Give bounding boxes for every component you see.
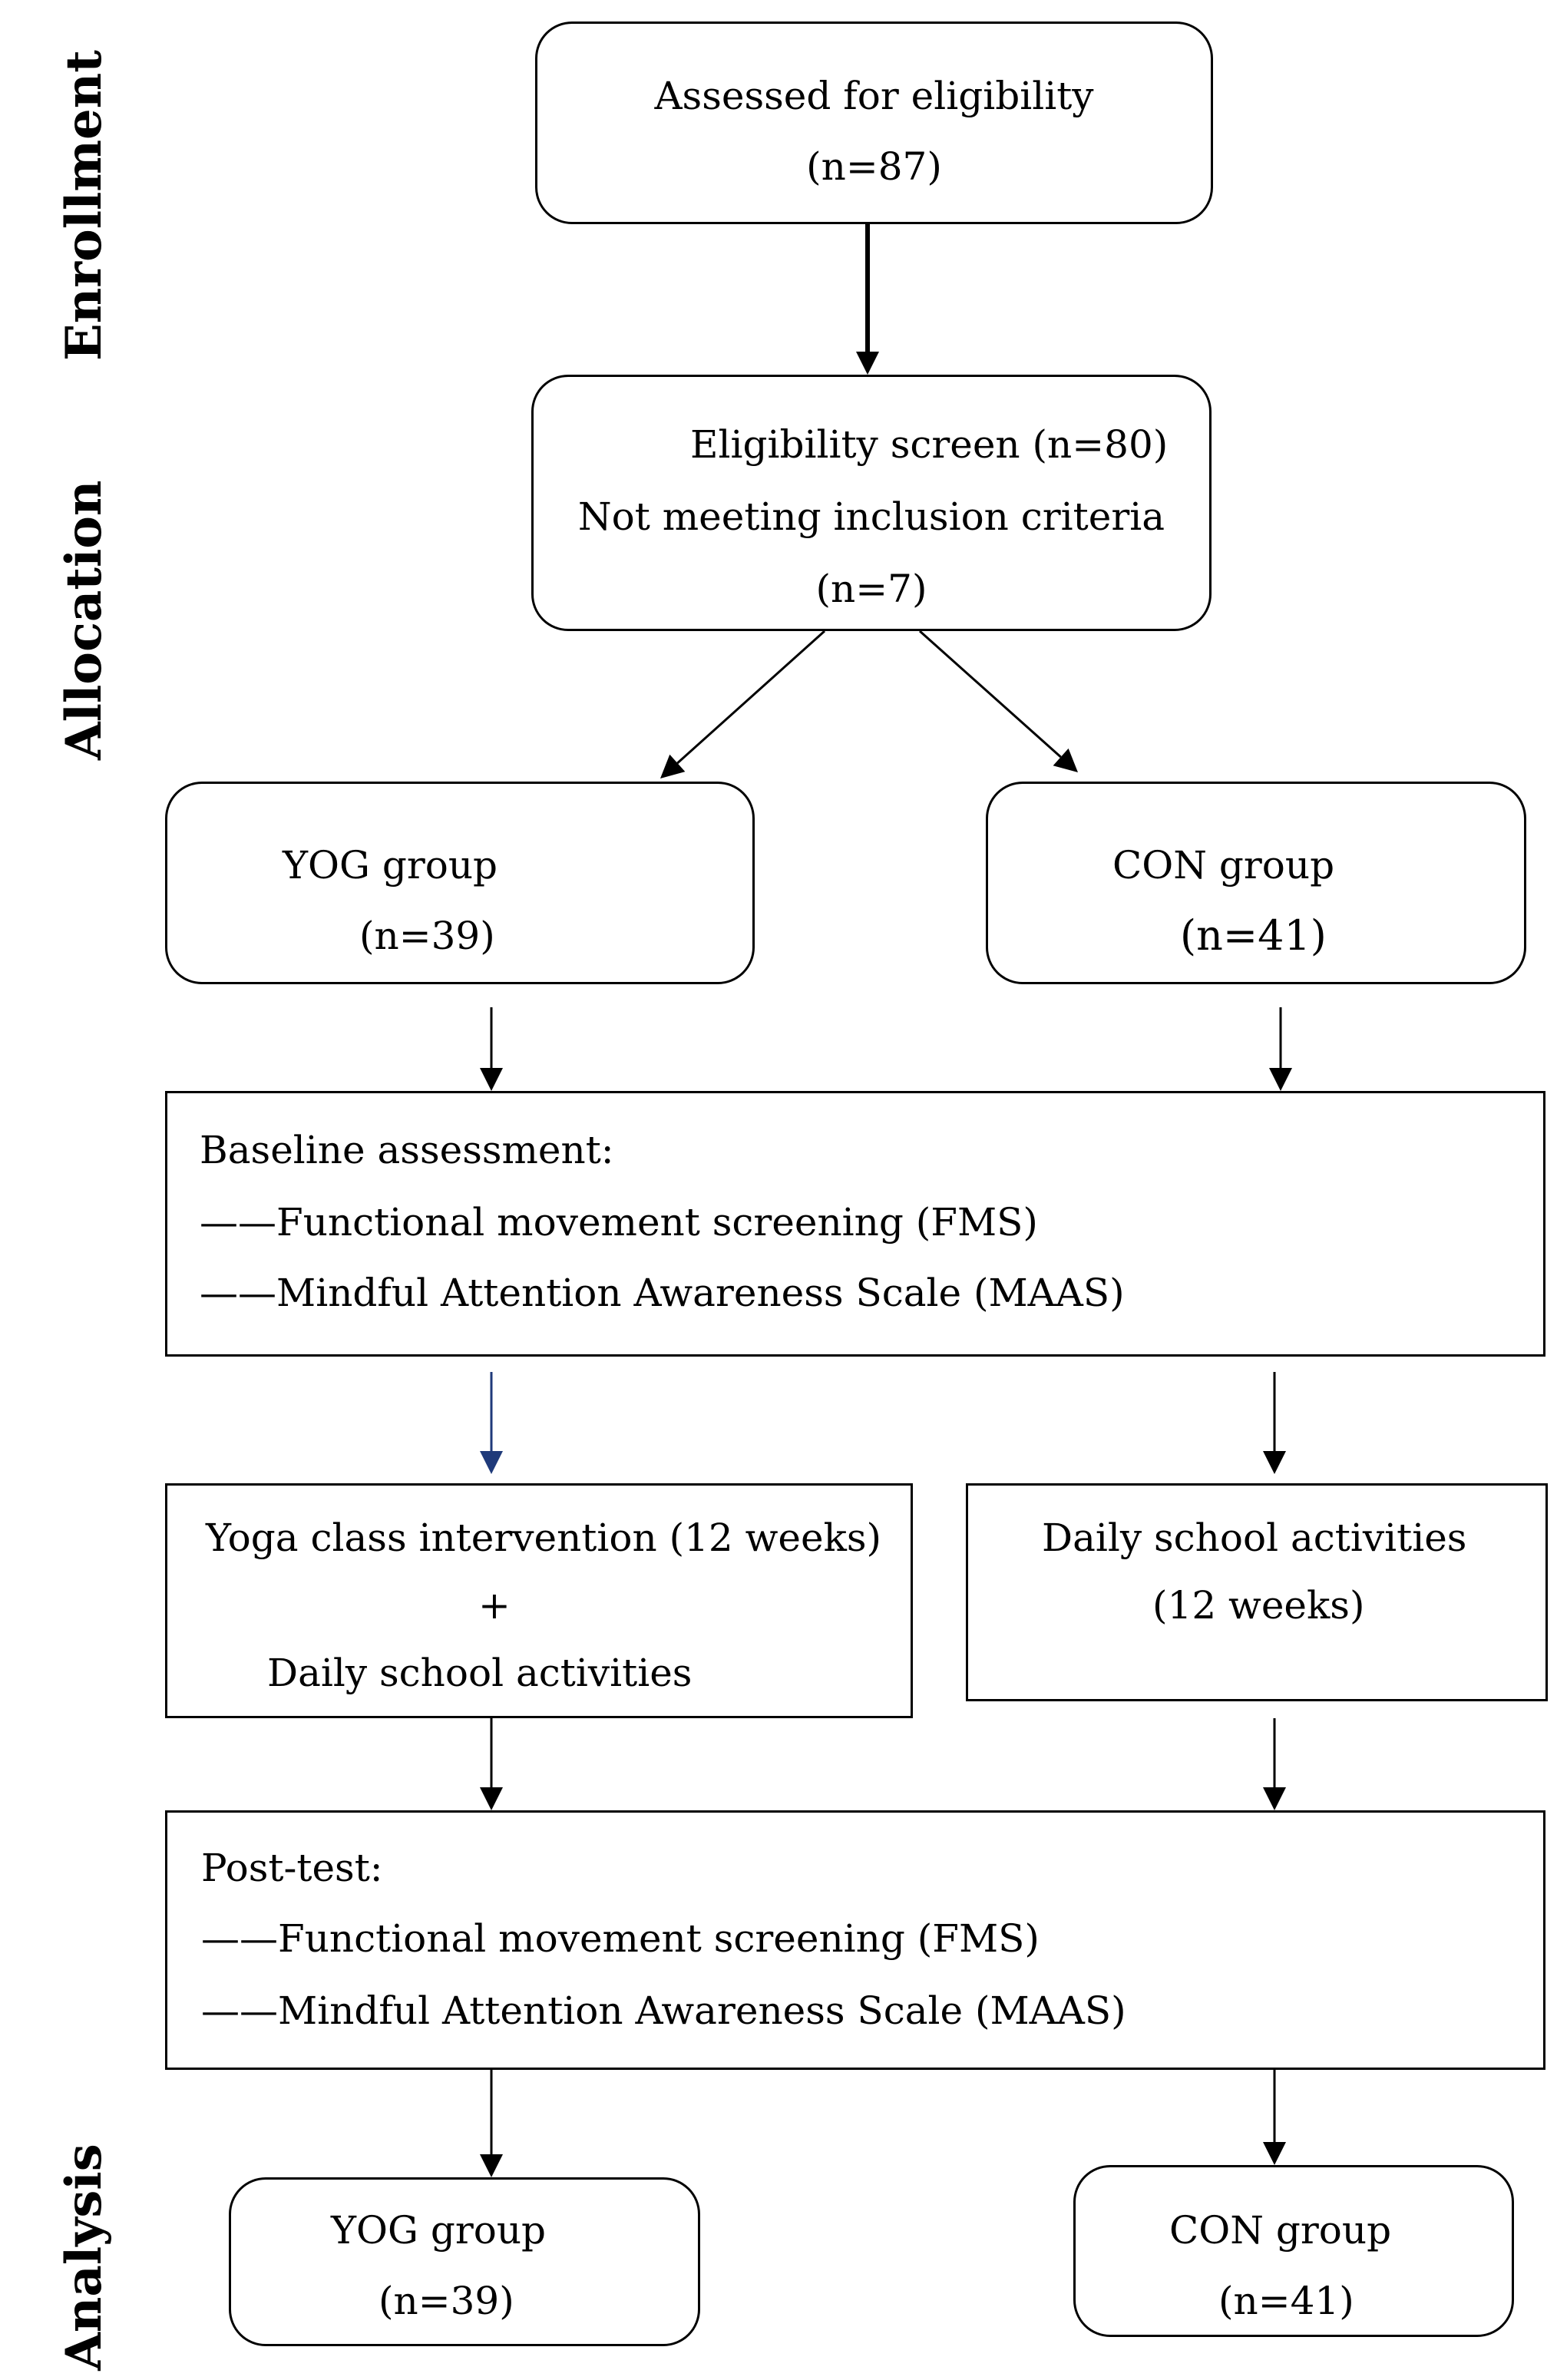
arrow-con-activities-to-posttest	[1263, 1718, 1286, 1810]
arrow-yog-to-baseline-head	[480, 1068, 503, 1091]
analysis-con-box: CON group (n=41)	[1073, 2165, 1514, 2337]
stage-label-enrollment: Enrollment	[55, 50, 113, 361]
arrow-eligibility-to-con-head	[1053, 748, 1078, 772]
daily-activities-text: Daily school activities	[267, 1651, 693, 1695]
post-test-fms-item: ——Functional movement screening (FMS)	[201, 1916, 1040, 1961]
arrow-eligibility-to-yog	[660, 630, 826, 778]
stage-label-analysis: Analysis	[55, 2144, 113, 2371]
analysis-con-label: CON group	[1169, 2208, 1392, 2253]
plus-sign: +	[478, 1583, 511, 1628]
con-daily-activities-text: Daily school activities	[1042, 1516, 1467, 1560]
con-activities-box: Daily school activities (12 weeks)	[966, 1483, 1548, 1701]
analysis-yog-count: (n=39)	[379, 2279, 514, 2323]
excluded-count: (n=7)	[815, 567, 927, 611]
eligibility-screen-text: Eligibility screen (n=80)	[690, 422, 1169, 467]
analysis-yog-label: YOG group	[331, 2208, 547, 2253]
analysis-con-count: (n=41)	[1218, 2279, 1354, 2323]
arrow-baseline-to-yoga	[480, 1372, 503, 1474]
arrow-posttest-to-analysis-yog	[480, 2070, 503, 2177]
baseline-title: Baseline assessment:	[200, 1128, 614, 1172]
assessed-count: (n=87)	[806, 144, 942, 189]
con-group-count: (n=41)	[1180, 911, 1327, 960]
arrow-baseline-to-con-activities-head	[1263, 1451, 1286, 1474]
yoga-intervention-box: Yoga class intervention (12 weeks) + Dai…	[165, 1483, 913, 1718]
assessed-label: Assessed for eligibility	[654, 74, 1094, 118]
arrow-baseline-to-con-activities	[1263, 1372, 1286, 1474]
post-test-maas-item: ——Mindful Attention Awareness Scale (MAA…	[201, 1988, 1126, 2033]
post-test-title: Post-test:	[201, 1846, 383, 1890]
arrow-posttest-to-analysis-con-head	[1263, 2142, 1286, 2165]
not-meeting-criteria-text: Not meeting inclusion criteria	[577, 494, 1165, 539]
con-duration-text: (12 weeks)	[1152, 1583, 1365, 1628]
arrow-yoga-to-posttest-head	[480, 1787, 503, 1810]
stage-label-allocation: Allocation	[55, 480, 113, 761]
baseline-fms-item: ——Functional movement screening (FMS)	[200, 1200, 1038, 1245]
arrow-con-activities-to-posttest-head	[1263, 1787, 1286, 1810]
analysis-yog-box: YOG group (n=39)	[229, 2177, 700, 2346]
arrow-con-to-baseline-head	[1269, 1068, 1292, 1091]
yog-group-count: (n=39)	[359, 914, 495, 958]
yog-group-label: YOG group	[283, 843, 498, 888]
arrow-assessed-to-eligibility	[856, 224, 879, 375]
arrow-yog-to-baseline	[480, 1007, 503, 1091]
baseline-assessment-box: Baseline assessment: ——Functional moveme…	[165, 1091, 1545, 1357]
eligibility-box: Eligibility screen (n=80) Not meeting in…	[531, 375, 1212, 631]
assessed-box: Assessed for eligibility (n=87)	[535, 21, 1213, 224]
con-group-box: CON group (n=41)	[986, 782, 1526, 984]
arrow-posttest-to-analysis-con	[1263, 2070, 1286, 2165]
con-group-label: CON group	[1112, 843, 1335, 888]
yoga-intervention-text: Yoga class intervention (12 weeks)	[206, 1516, 882, 1560]
post-test-box: Post-test: ——Functional movement screeni…	[165, 1810, 1545, 2070]
arrow-eligibility-to-yog-shaft	[676, 630, 826, 765]
arrow-eligibility-to-con	[919, 630, 1078, 772]
arrow-assessed-to-eligibility-head	[856, 352, 879, 375]
baseline-maas-item: ——Mindful Attention Awareness Scale (MAA…	[200, 1271, 1125, 1315]
arrow-baseline-to-yoga-head	[480, 1451, 503, 1474]
arrow-posttest-to-analysis-yog-head	[480, 2154, 503, 2177]
arrow-eligibility-to-yog-head	[660, 754, 686, 778]
arrow-eligibility-to-con-shaft	[919, 630, 1062, 759]
yog-group-box: YOG group (n=39)	[165, 782, 755, 984]
arrow-yoga-to-posttest	[480, 1718, 503, 1810]
arrow-con-to-baseline	[1269, 1007, 1292, 1091]
